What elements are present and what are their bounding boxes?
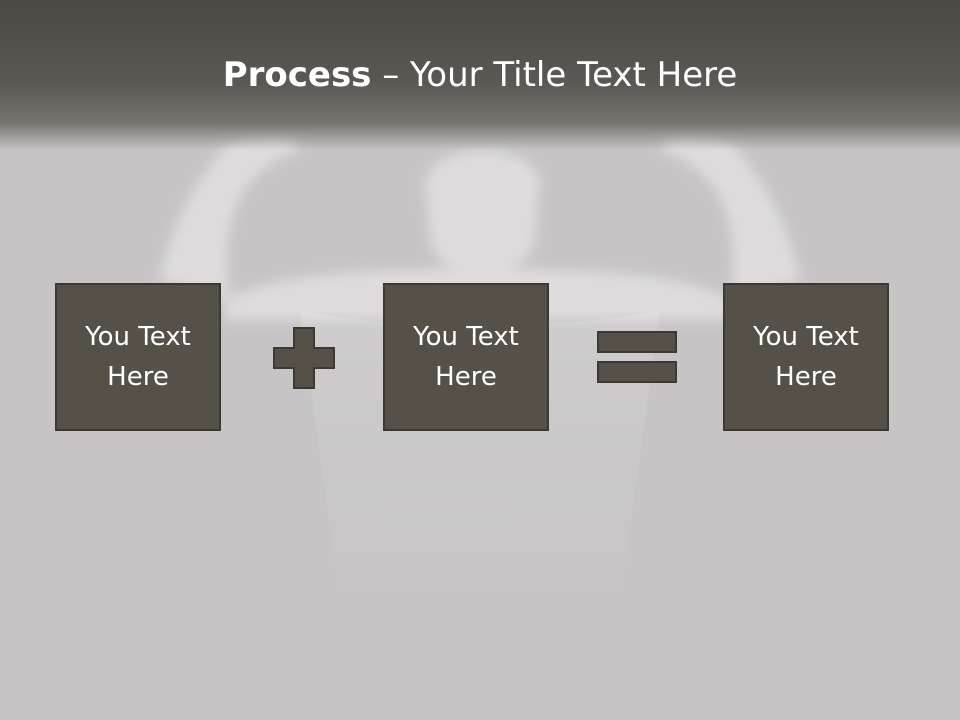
title-bar: [0, 0, 960, 150]
process-box-2-text: You Text Here: [413, 322, 519, 392]
plus-icon: [273, 327, 335, 389]
equals-icon: [597, 331, 677, 383]
process-box-3[interactable]: You Text Here: [723, 283, 889, 431]
process-box-1[interactable]: You Text Here: [55, 283, 221, 431]
process-box-3-text: You Text Here: [753, 322, 859, 392]
slide-title: Process – Your Title Text Here: [0, 52, 960, 98]
process-box-2[interactable]: You Text Here: [383, 283, 549, 431]
title-rest: – Your Title Text Here: [371, 55, 738, 95]
title-bold: Process: [222, 55, 372, 95]
process-box-1-text: You Text Here: [85, 322, 191, 392]
